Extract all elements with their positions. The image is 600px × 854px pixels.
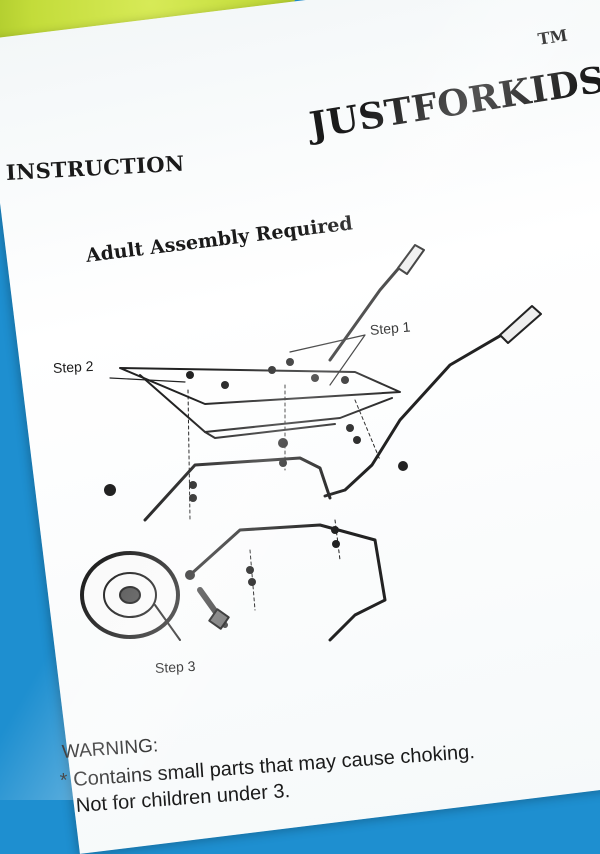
cap-nut [185, 570, 195, 580]
axle [154, 604, 181, 641]
nut [246, 566, 254, 574]
step3-label: Step 3 [154, 657, 196, 676]
rear-handle-grip [397, 244, 425, 275]
nut [279, 459, 287, 467]
nut [398, 461, 408, 471]
front-handle [323, 328, 512, 498]
nut [331, 526, 339, 534]
screw [286, 358, 294, 366]
rear-handle [328, 253, 412, 362]
screw [186, 371, 194, 379]
screw [311, 374, 319, 382]
tray-body [139, 374, 393, 433]
lower-frame [188, 523, 387, 642]
cap-nut [104, 484, 116, 496]
upper-frame [143, 456, 332, 522]
nut [332, 540, 340, 548]
screw [341, 376, 349, 384]
tray-rim [119, 367, 401, 405]
nut [346, 424, 354, 432]
step2-callout [109, 377, 186, 383]
step1-callout [289, 334, 366, 386]
nut [278, 438, 288, 448]
nut [189, 494, 197, 502]
nut [248, 578, 256, 586]
step2-label: Step 2 [52, 357, 94, 376]
tray-bottom [204, 423, 336, 439]
screw [268, 366, 276, 374]
front-handle-grip [499, 305, 542, 344]
screw [221, 381, 229, 389]
nut [189, 481, 197, 489]
nut [353, 436, 361, 444]
wheelbarrow-diagram [80, 244, 542, 642]
